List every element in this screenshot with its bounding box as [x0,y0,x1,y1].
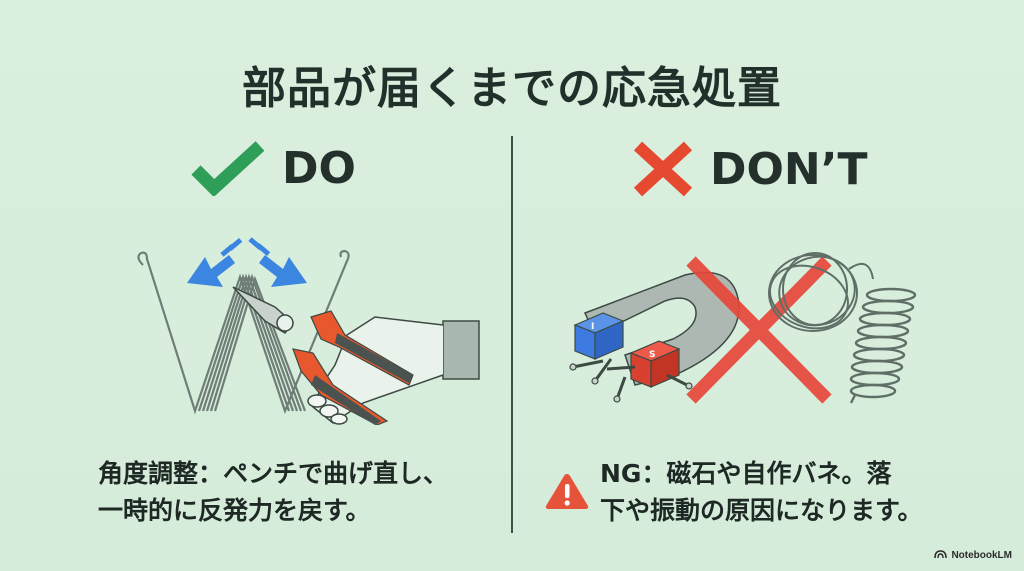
do-caption: 角度調整：ペンチで曲げ直し、 一時的に反発力を戻す。 [98,455,448,529]
svg-text:I: I [591,322,594,332]
notebooklm-branding: NotebookLM [934,549,1012,562]
dont-caption: NG：磁石や自作バネ。落 下や振動の原因になります。 [600,455,923,529]
pliers-bending-spring-illustration [125,225,485,426]
dont-heading: DON’T [632,140,867,198]
check-icon [190,140,266,196]
arrow-left-icon [187,237,243,287]
warning-triangle-icon [544,471,590,515]
arrow-right-icon [248,237,307,287]
do-caption-line-2: 一時的に反発力を戻す。 [98,496,371,525]
cross-icon [632,140,694,198]
dont-caption-line-1: NG：磁石や自作バネ。落 [600,459,892,488]
dont-caption-line-2: 下や振動の原因になります。 [600,496,923,525]
do-heading: DO [190,140,356,196]
dont-label: DON’T [710,143,868,195]
do-label: DO [282,142,356,194]
notebooklm-logo-icon [934,549,948,562]
do-caption-line-1: 角度調整：ペンチで曲げ直し、 [98,459,449,488]
magnet-blue-pole: I [573,312,625,360]
magnet-and-homemade-spring-crossed-out-illustration: I S [555,235,940,430]
brand-label: NotebookLM [951,550,1012,561]
section-divider [511,136,513,533]
magnet-red-pole: S [629,340,681,388]
page-title: 部品が届くまでの応急処置 [242,63,782,114]
svg-text:S: S [649,350,655,360]
